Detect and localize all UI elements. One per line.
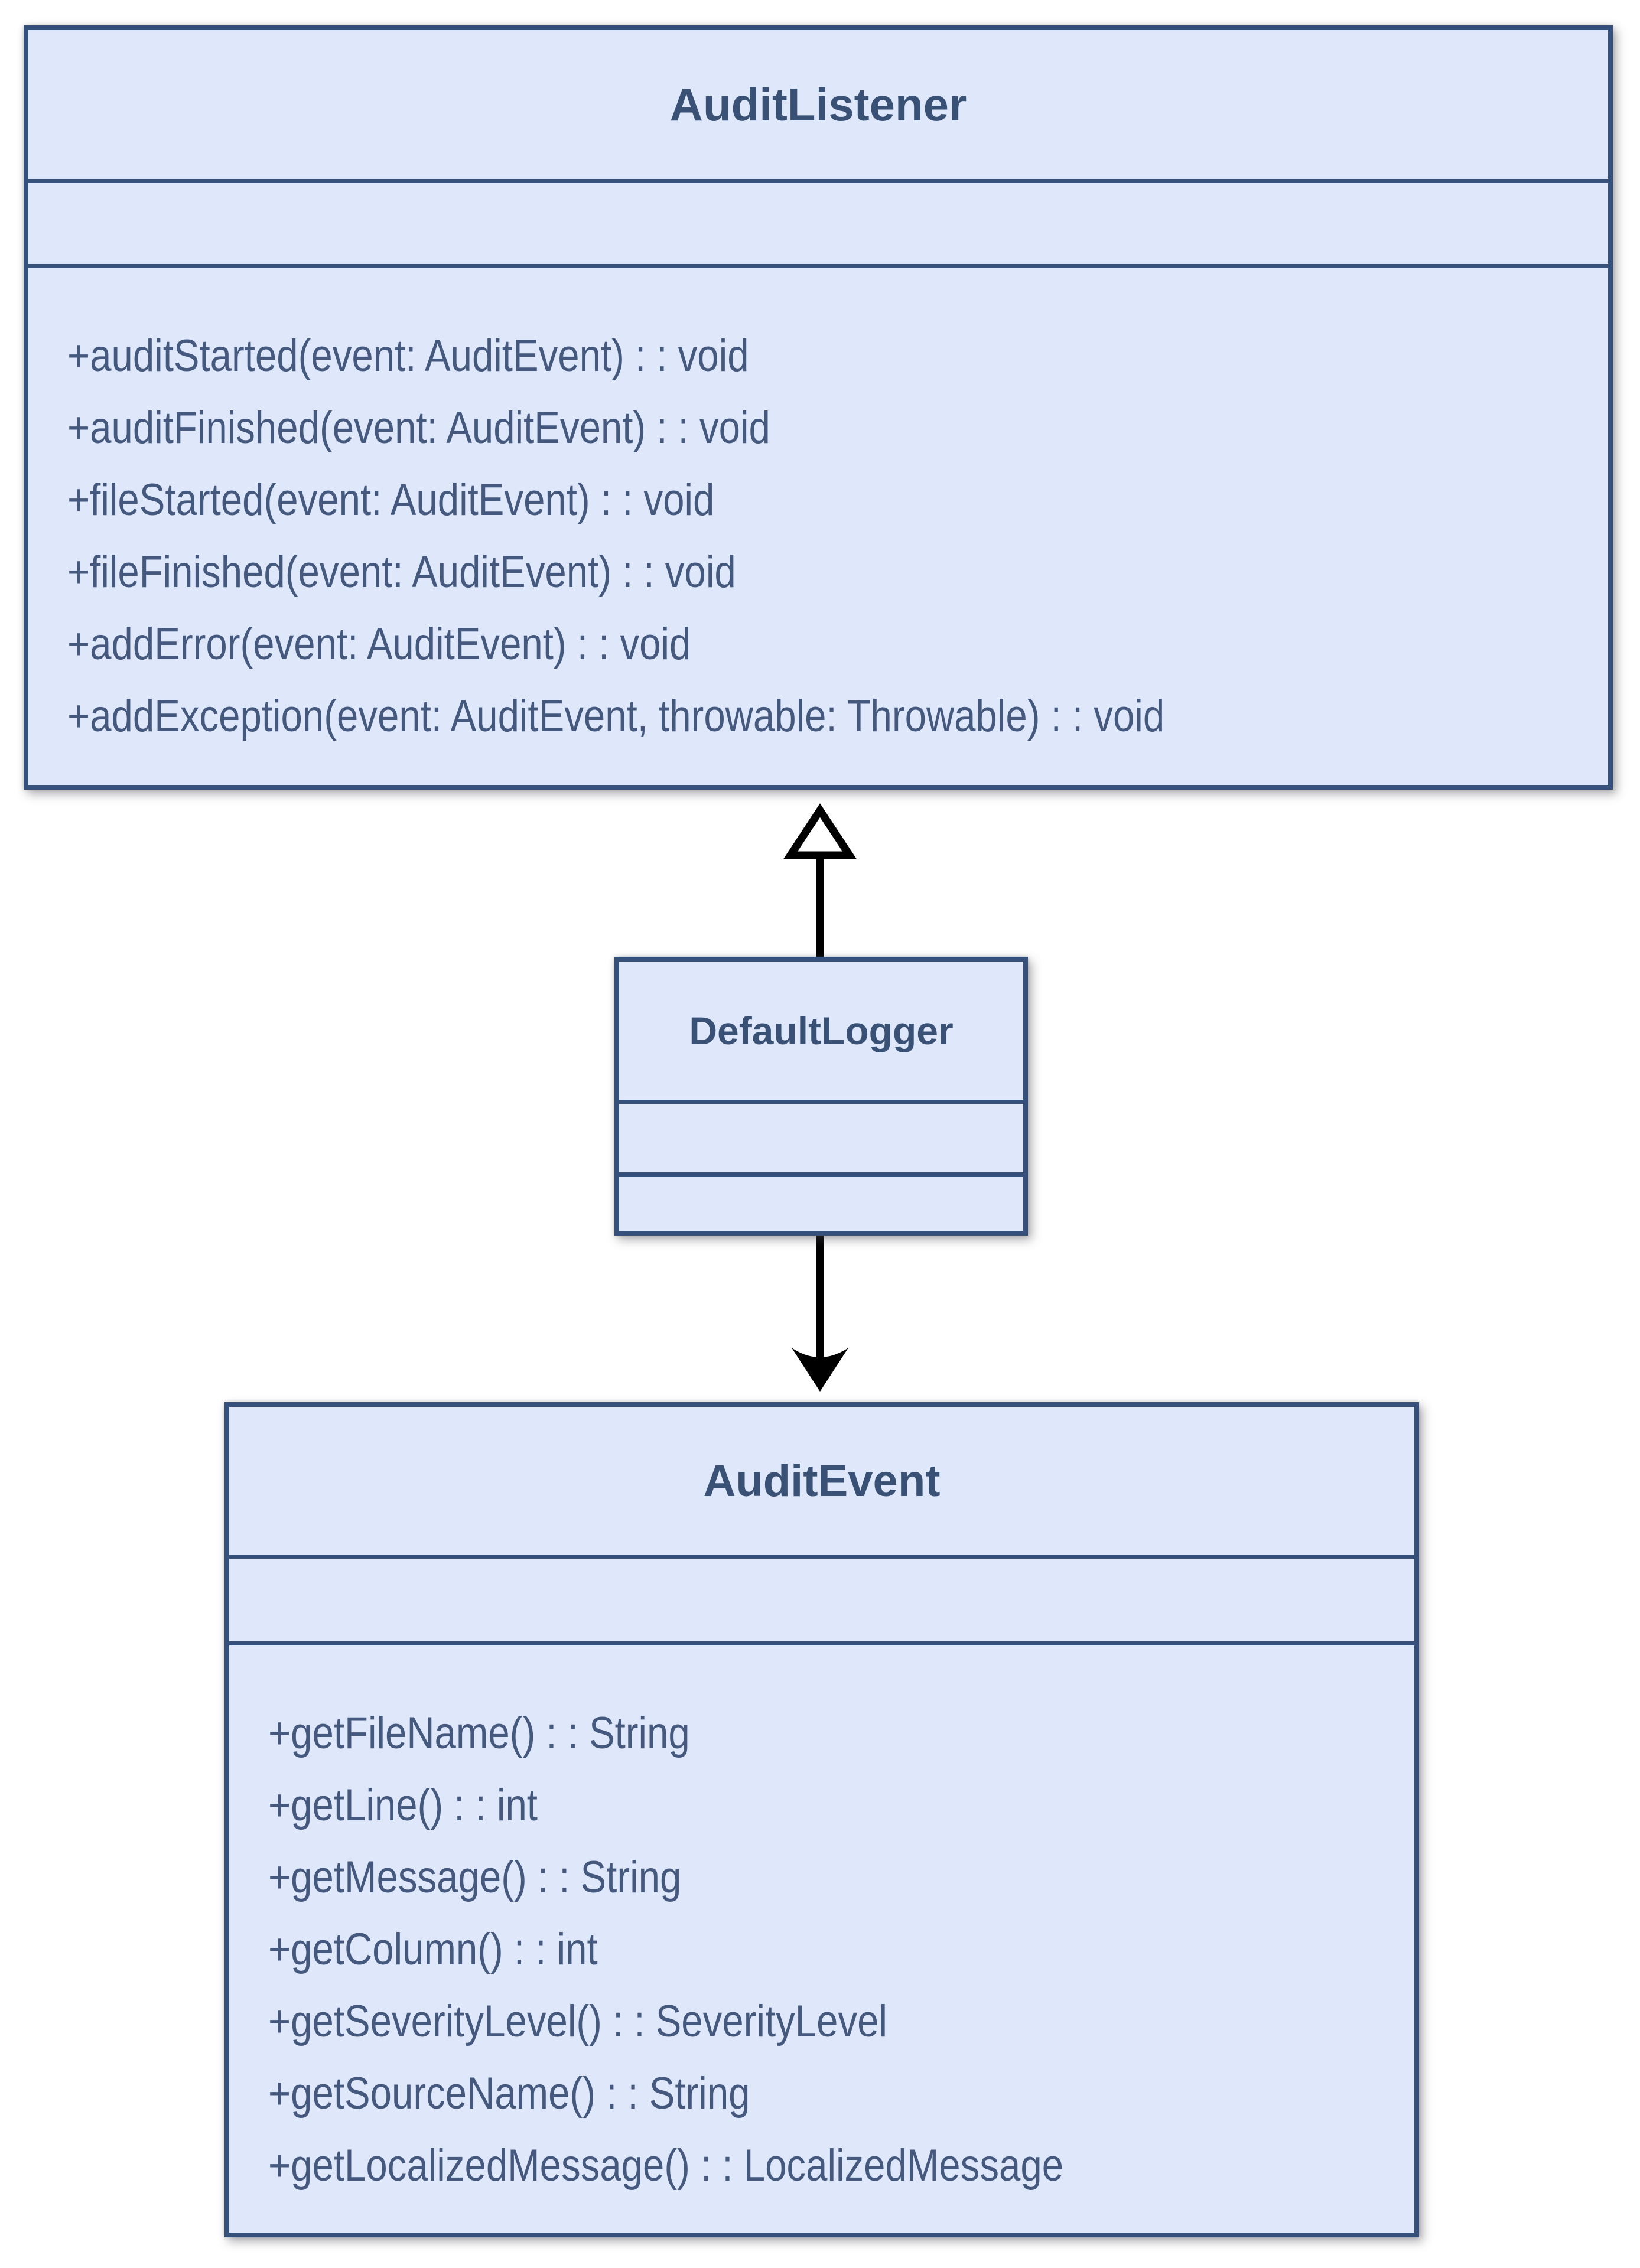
- methods-compartment: +getFileName() : : String +getLine() : :…: [229, 1641, 1414, 2233]
- method-row: +fileStarted(event: AuditEvent) : : void: [67, 464, 1596, 536]
- method-text: +getMessage() : : String: [268, 1852, 682, 1902]
- class-title: AuditEvent: [703, 1455, 941, 1506]
- method-row: +getSeverityLevel() : : SeverityLevel: [268, 1986, 1403, 2058]
- methods-compartment: [619, 1172, 1023, 1231]
- hollow-triangle-arrowhead-icon: [783, 803, 857, 859]
- class-title: DefaultLogger: [689, 1009, 954, 1052]
- attributes-compartment: [28, 179, 1608, 264]
- class-title: AuditListener: [669, 78, 967, 131]
- method-row: +fileFinished(event: AuditEvent) : : voi…: [67, 536, 1596, 608]
- method-row: +auditFinished(event: AuditEvent) : : vo…: [67, 392, 1596, 464]
- method-row: +getLine() : : int: [268, 1770, 1403, 1842]
- method-row: +getMessage() : : String: [268, 1842, 1403, 1914]
- method-row: +getColumn() : : int: [268, 1914, 1403, 1986]
- method-text: +fileFinished(event: AuditEvent) : : voi…: [67, 547, 736, 597]
- method-text: +getSeverityLevel() : : SeverityLevel: [268, 1996, 888, 2047]
- method-row: +addError(event: AuditEvent) : : void: [67, 608, 1596, 680]
- method-text: +auditStarted(event: AuditEvent) : : voi…: [67, 331, 749, 381]
- method-text: +getFileName() : : String: [268, 1708, 690, 1758]
- class-box-defaultlogger[interactable]: DefaultLogger: [614, 957, 1028, 1236]
- methods-compartment: +auditStarted(event: AuditEvent) : : voi…: [28, 264, 1608, 785]
- generalization-edge-defaultlogger-to-auditlistener[interactable]: [783, 803, 857, 969]
- association-edge-defaultlogger-to-auditevent[interactable]: [792, 1228, 848, 1392]
- class-box-auditlistener[interactable]: AuditListener +auditStarted(event: Audit…: [24, 25, 1613, 790]
- method-row: +getSourceName() : : String: [268, 2058, 1403, 2130]
- method-text: +addError(event: AuditEvent) : : void: [67, 619, 691, 669]
- method-row: +addException(event: AuditEvent, throwab…: [67, 680, 1596, 752]
- method-row: +auditStarted(event: AuditEvent) : : voi…: [67, 320, 1596, 392]
- class-box-auditevent[interactable]: AuditEvent +getFileName() : : String +ge…: [224, 1402, 1419, 2237]
- vee-arrowhead-icon: [792, 1348, 848, 1392]
- method-text: +getSourceName() : : String: [268, 2068, 750, 2119]
- method-text: +fileStarted(event: AuditEvent) : : void: [67, 475, 715, 525]
- method-text: +addException(event: AuditEvent, throwab…: [67, 691, 1165, 741]
- method-text: +getColumn() : : int: [268, 1924, 598, 1974]
- method-text: +auditFinished(event: AuditEvent) : : vo…: [67, 403, 770, 453]
- attributes-compartment: [229, 1555, 1414, 1641]
- method-text: +getLine() : : int: [268, 1780, 538, 1830]
- method-text: +getLocalizedMessage() : : LocalizedMess…: [268, 2140, 1064, 2191]
- method-row: +getFileName() : : String: [268, 1697, 1403, 1770]
- attributes-compartment: [619, 1100, 1023, 1172]
- method-row: +getLocalizedMessage() : : LocalizedMess…: [268, 2130, 1403, 2202]
